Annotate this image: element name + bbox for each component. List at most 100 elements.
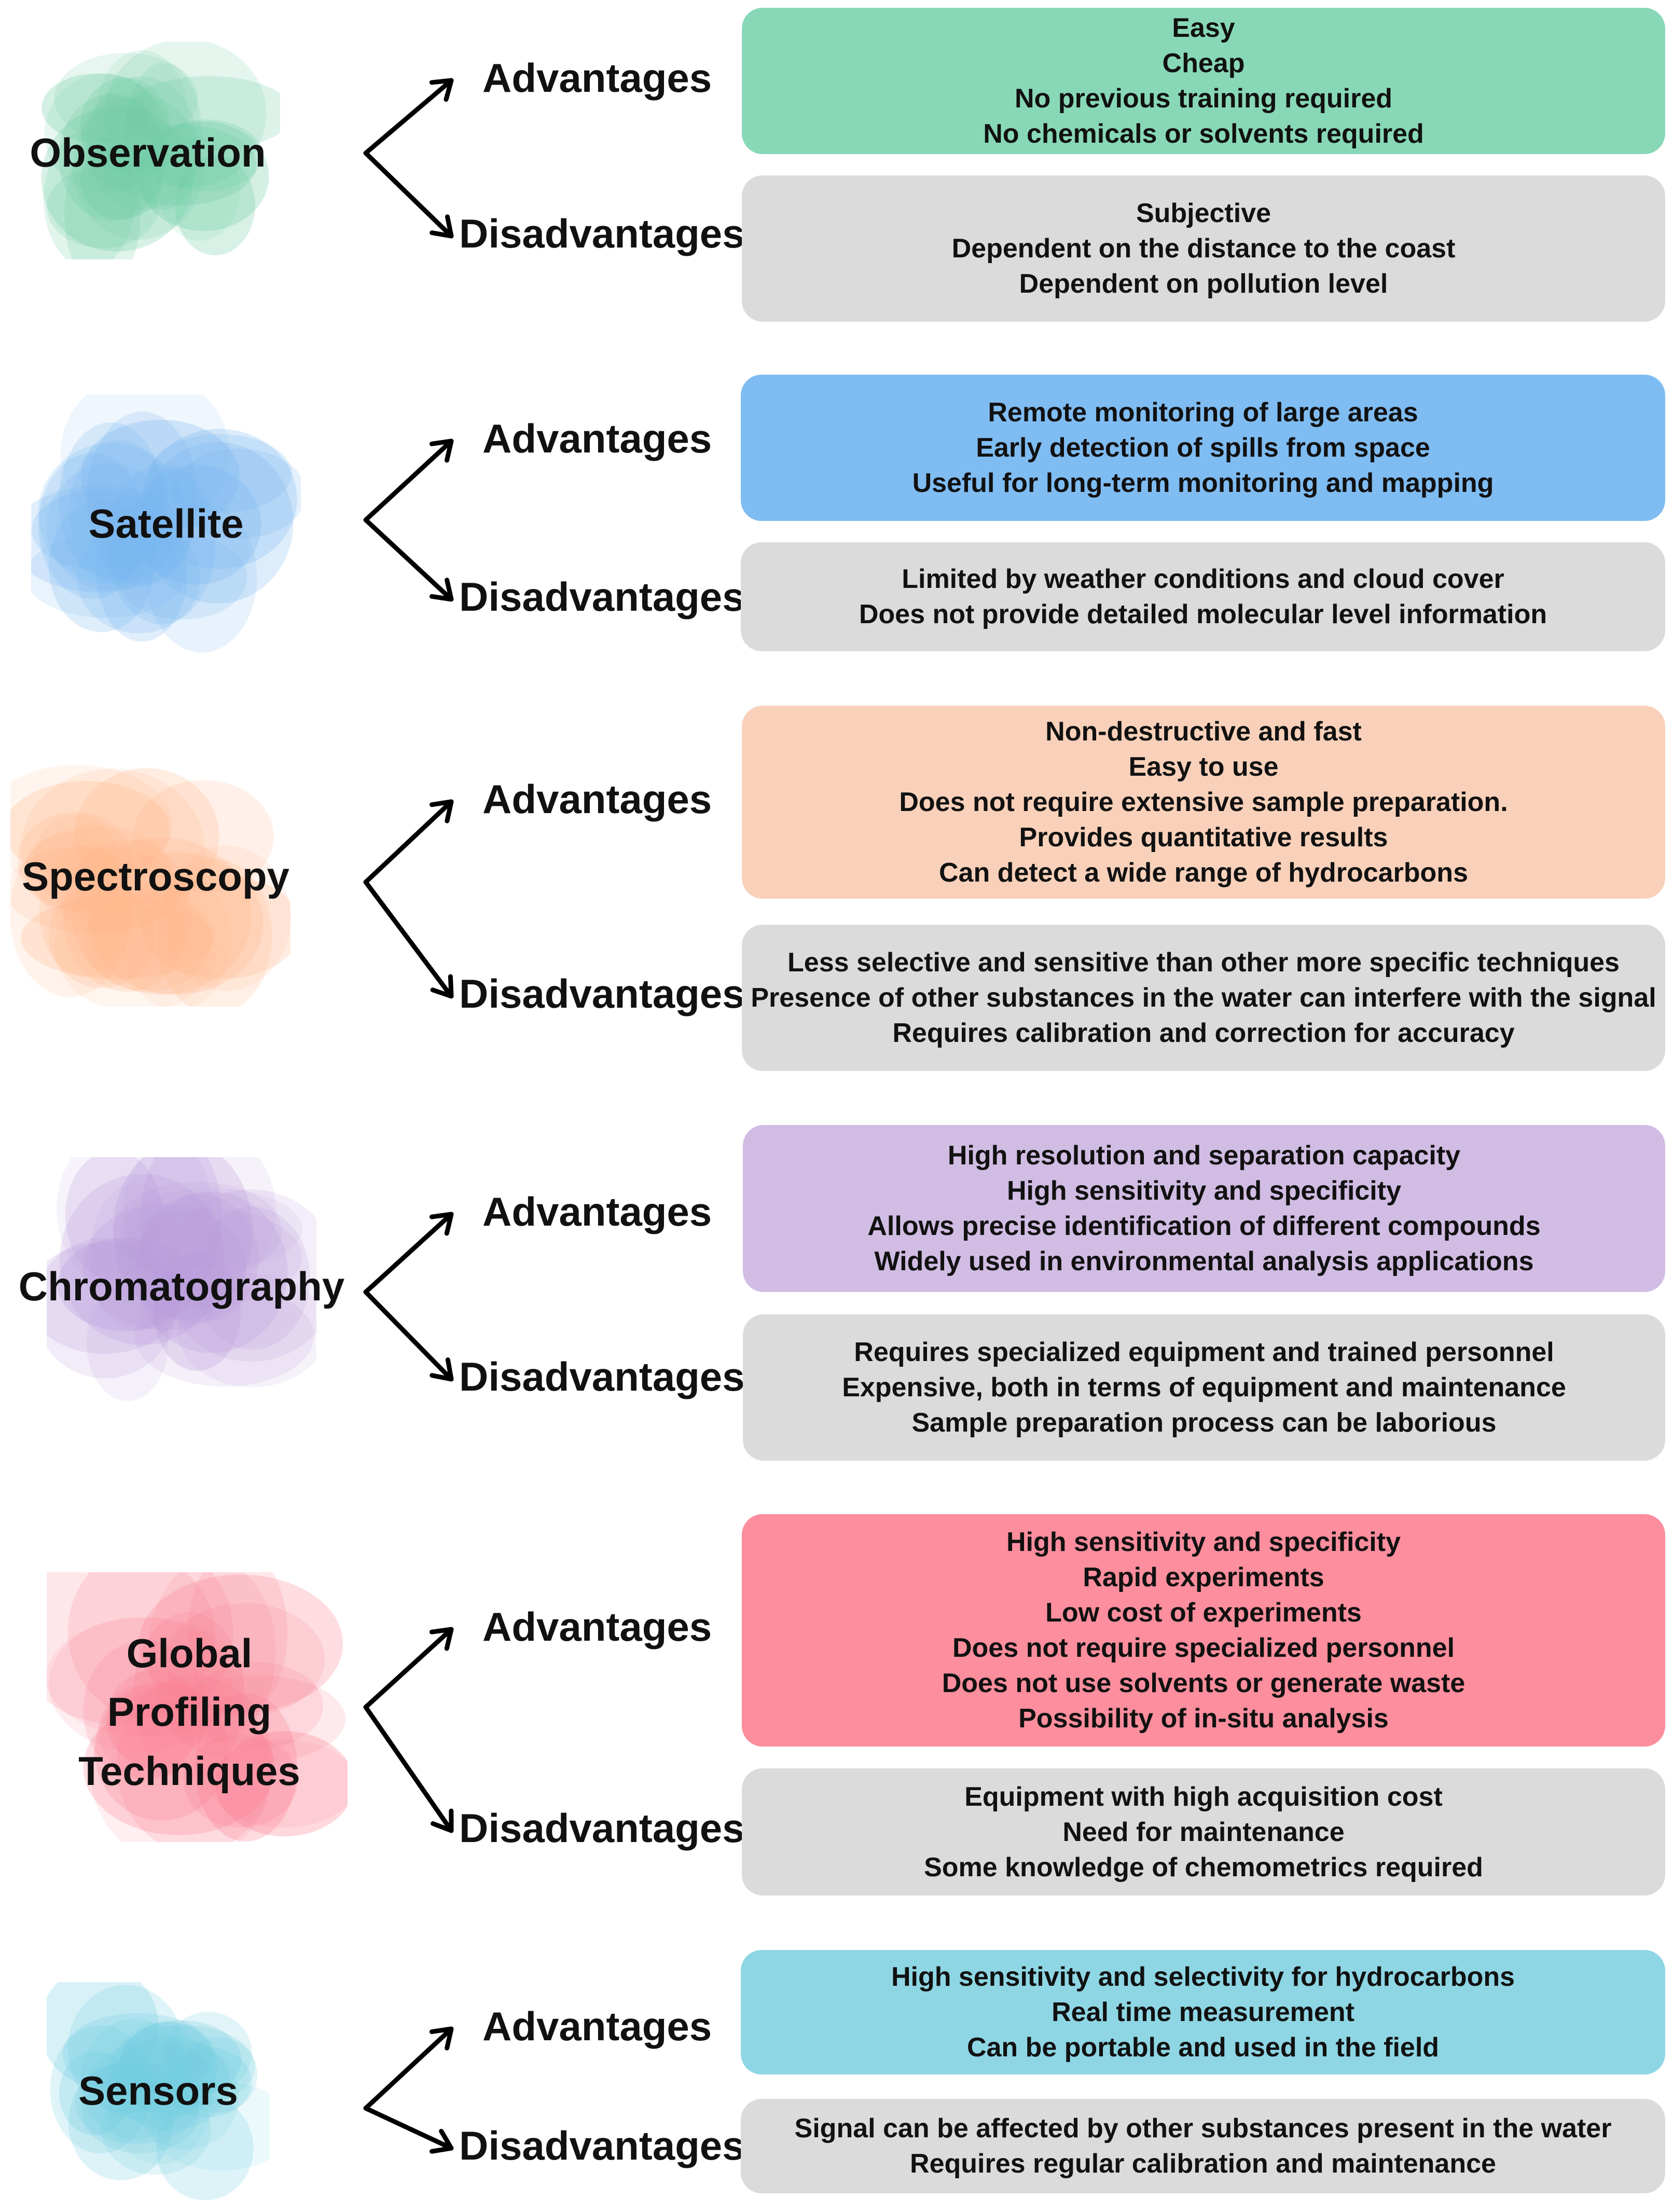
arrow-icon xyxy=(363,1289,454,1382)
advantages-item: Widely used in environmental analysis ap… xyxy=(874,1246,1534,1276)
disadvantages-label: Disadvantages xyxy=(459,574,745,620)
watercolor-blob xyxy=(31,394,301,653)
advantages-label: Advantages xyxy=(482,776,712,822)
arrow-icon xyxy=(363,880,454,999)
advantages-item: Rapid experiments xyxy=(1083,1562,1324,1592)
arrow-icon xyxy=(363,2026,454,2111)
arrow-icon xyxy=(363,78,454,156)
arrow-icon xyxy=(363,517,454,602)
advantages-item: No chemicals or solvents required xyxy=(983,119,1424,149)
technique-blob xyxy=(31,394,301,654)
advantages-label: Advantages xyxy=(482,416,712,461)
advantages-item: High sensitivity and selectivity for hyd… xyxy=(891,1962,1515,1992)
technique-name: Global Profiling Techniques xyxy=(78,1630,300,1794)
arrow-icon xyxy=(363,438,454,523)
disadvantages-label: Disadvantages xyxy=(459,211,745,256)
disadvantages-label: Disadvantages xyxy=(459,1805,745,1851)
advantages-item: High resolution and separation capacity xyxy=(947,1141,1461,1171)
watercolor-blob xyxy=(41,42,280,259)
arrow-icon xyxy=(363,1627,454,1710)
advantages-item: Low cost of experiments xyxy=(1045,1598,1362,1628)
disadvantages-item: Equipment with high acquisition cost xyxy=(964,1781,1443,1812)
disadvantages-item: Need for maintenance xyxy=(1062,1817,1345,1847)
advantages-label: Advantages xyxy=(482,1604,712,1650)
technique-name: Spectroscopy xyxy=(22,854,289,900)
advantages-item: Does not require extensive sample prepar… xyxy=(899,787,1508,817)
advantages-item: Cheap xyxy=(1162,48,1245,78)
watercolor-blob xyxy=(47,1572,348,1842)
advantages-item: Does not require specialized personnel xyxy=(952,1633,1455,1663)
disadvantages-item: Less selective and sensitive than other … xyxy=(787,947,1620,978)
disadvantages-box: Limited by weather conditions and cloud … xyxy=(741,542,1665,651)
disadvantages-item: Presence of other substances in the wate… xyxy=(751,983,1656,1013)
disadvantages-item: Dependent on pollution level xyxy=(1019,269,1388,299)
disadvantages-label: Disadvantages xyxy=(459,2123,745,2168)
disadvantages-item: Expensive, both in terms of equipment an… xyxy=(842,1372,1566,1403)
arrow-icon xyxy=(363,799,454,885)
disadvantages-item: Limited by weather conditions and cloud … xyxy=(902,564,1504,594)
technique-blob xyxy=(47,1572,348,1842)
disadvantages-box: Requires specialized equipment and train… xyxy=(743,1314,1665,1461)
advantages-item: Does not use solvents or generate waste xyxy=(942,1668,1465,1698)
technique-blob xyxy=(47,1157,316,1417)
disadvantages-item: Does not provide detailed molecular leve… xyxy=(859,599,1547,629)
advantages-item: Allows precise identification of differe… xyxy=(867,1211,1541,1241)
advantages-item: Easy xyxy=(1172,13,1235,43)
technique-name: Sensors xyxy=(78,2068,238,2114)
advantages-label: Advantages xyxy=(482,2003,712,2049)
advantages-item: Possibility of in-situ analysis xyxy=(1018,1703,1389,1734)
disadvantages-label: Disadvantages xyxy=(459,1354,745,1399)
disadvantages-item: Some knowledge of chemometrics required xyxy=(924,1852,1483,1883)
advantages-item: No previous training required xyxy=(1014,84,1393,114)
disadvantages-item: Sample preparation process can be labori… xyxy=(911,1408,1497,1438)
watercolor-blob xyxy=(47,1982,270,2200)
advantages-item: Useful for long-term monitoring and mapp… xyxy=(912,468,1494,498)
advantages-item: High sensitivity and specificity xyxy=(1006,1527,1401,1557)
disadvantages-item: Signal can be affected by other substanc… xyxy=(794,2113,1612,2144)
arrow-icon xyxy=(363,1212,454,1295)
technique-name: Chromatography xyxy=(18,1263,345,1310)
technique-blob xyxy=(36,42,280,259)
advantages-label: Advantages xyxy=(482,1189,712,1234)
advantages-item: Non-destructive and fast xyxy=(1045,717,1362,747)
arrow-icon xyxy=(363,150,454,239)
technique-name: Satellite xyxy=(88,501,244,547)
disadvantages-label: Disadvantages xyxy=(459,971,745,1016)
disadvantages-item: Requires specialized equipment and train… xyxy=(854,1337,1554,1367)
advantages-item: Provides quantitative results xyxy=(1019,822,1388,853)
advantages-item: Easy to use xyxy=(1128,752,1279,782)
disadvantages-box: Less selective and sensitive than other … xyxy=(742,925,1665,1071)
watercolor-blob xyxy=(10,765,291,1007)
advantages-item: Real time measurement xyxy=(1052,1997,1354,2027)
advantages-item: Can detect a wide range of hydrocarbons xyxy=(939,858,1468,888)
arrow-icon xyxy=(363,1705,454,1833)
disadvantages-item: Requires regular calibration and mainten… xyxy=(910,2149,1496,2179)
technique-name: Observation xyxy=(30,130,266,176)
watercolor-blob xyxy=(47,1157,316,1402)
advantages-item: Can be portable and used in the field xyxy=(966,2032,1440,2063)
technique-blob xyxy=(47,1982,270,2200)
advantages-item: Remote monitoring of large areas xyxy=(988,397,1418,428)
advantages-item: Early detection of spills from space xyxy=(976,433,1430,463)
arrow-icon xyxy=(363,2106,454,2154)
disadvantages-item: Subjective xyxy=(1136,198,1271,228)
technique-blob xyxy=(10,747,291,1007)
disadvantages-item: Dependent on the distance to the coast xyxy=(951,233,1456,264)
